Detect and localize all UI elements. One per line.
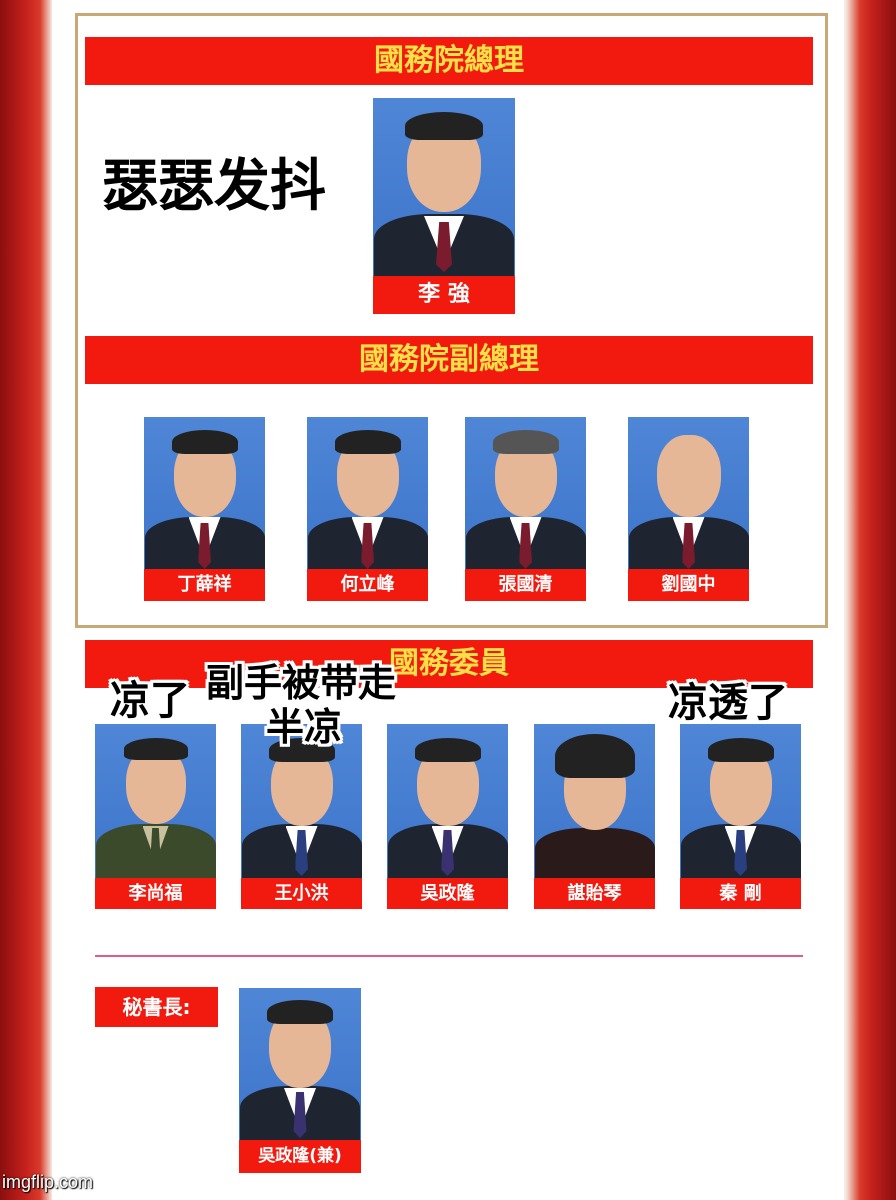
councilors-banner: 國務委員 (85, 640, 813, 688)
vice-premier-name: 劉國中 (628, 569, 749, 601)
councilor-photo (387, 724, 508, 878)
councilor-name: 諶貽琴 (534, 878, 655, 909)
vice-premier-card: 丁薛祥 (144, 417, 265, 601)
secretary-photo (239, 988, 361, 1140)
vice-premier-photo (307, 417, 428, 569)
councilor-name: 李尚福 (95, 878, 216, 909)
councilor-name: 吳政隆 (387, 878, 508, 909)
li-shangfu-caption: 凉了 (110, 678, 190, 724)
premier-caption: 瑟瑟发抖 (102, 154, 326, 219)
premier-card: 李 強 (373, 98, 515, 314)
wang-xiaohong-caption-line1: 副手被带走 (206, 661, 397, 705)
vice-premiers-banner: 國務院副總理 (85, 336, 813, 384)
imgflip-watermark: imgflip.com (2, 1172, 94, 1192)
councilor-photo (680, 724, 801, 878)
section-divider (95, 955, 803, 957)
councilor-card: 秦 剛 (680, 724, 801, 909)
secretary-card: 吳政隆(兼) (239, 988, 361, 1173)
secretary-label: 秘書長: (95, 987, 218, 1027)
leadership-frame (75, 13, 828, 628)
councilor-card: 諶貽琴 (534, 724, 655, 909)
councilor-name: 王小洪 (241, 878, 362, 909)
vice-premier-name: 張國清 (465, 569, 586, 601)
vice-premier-name: 丁薛祥 (144, 569, 265, 601)
councilor-photo (95, 724, 216, 878)
councilor-photo (534, 724, 655, 878)
vice-premier-photo (628, 417, 749, 569)
councilor-card: 李尚福 (95, 724, 216, 909)
vice-premier-photo (465, 417, 586, 569)
councilor-card: 吳政隆 (387, 724, 508, 909)
councilor-name: 秦 剛 (680, 878, 801, 909)
secretary-name: 吳政隆(兼) (239, 1140, 361, 1173)
premier-name: 李 強 (373, 276, 515, 314)
councilor-photo (241, 724, 362, 878)
vice-premier-card: 劉國中 (628, 417, 749, 601)
vice-premier-photo (144, 417, 265, 569)
premier-banner: 國務院總理 (85, 37, 813, 85)
vice-premier-card: 張國清 (465, 417, 586, 601)
vice-premier-card: 何立峰 (307, 417, 428, 601)
premier-photo (373, 98, 515, 276)
qin-gang-caption: 凉透了 (668, 680, 788, 726)
vice-premier-name: 何立峰 (307, 569, 428, 601)
wang-xiaohong-caption-line2: 半凉 (266, 705, 343, 749)
councilor-card: 王小洪 (241, 724, 362, 909)
